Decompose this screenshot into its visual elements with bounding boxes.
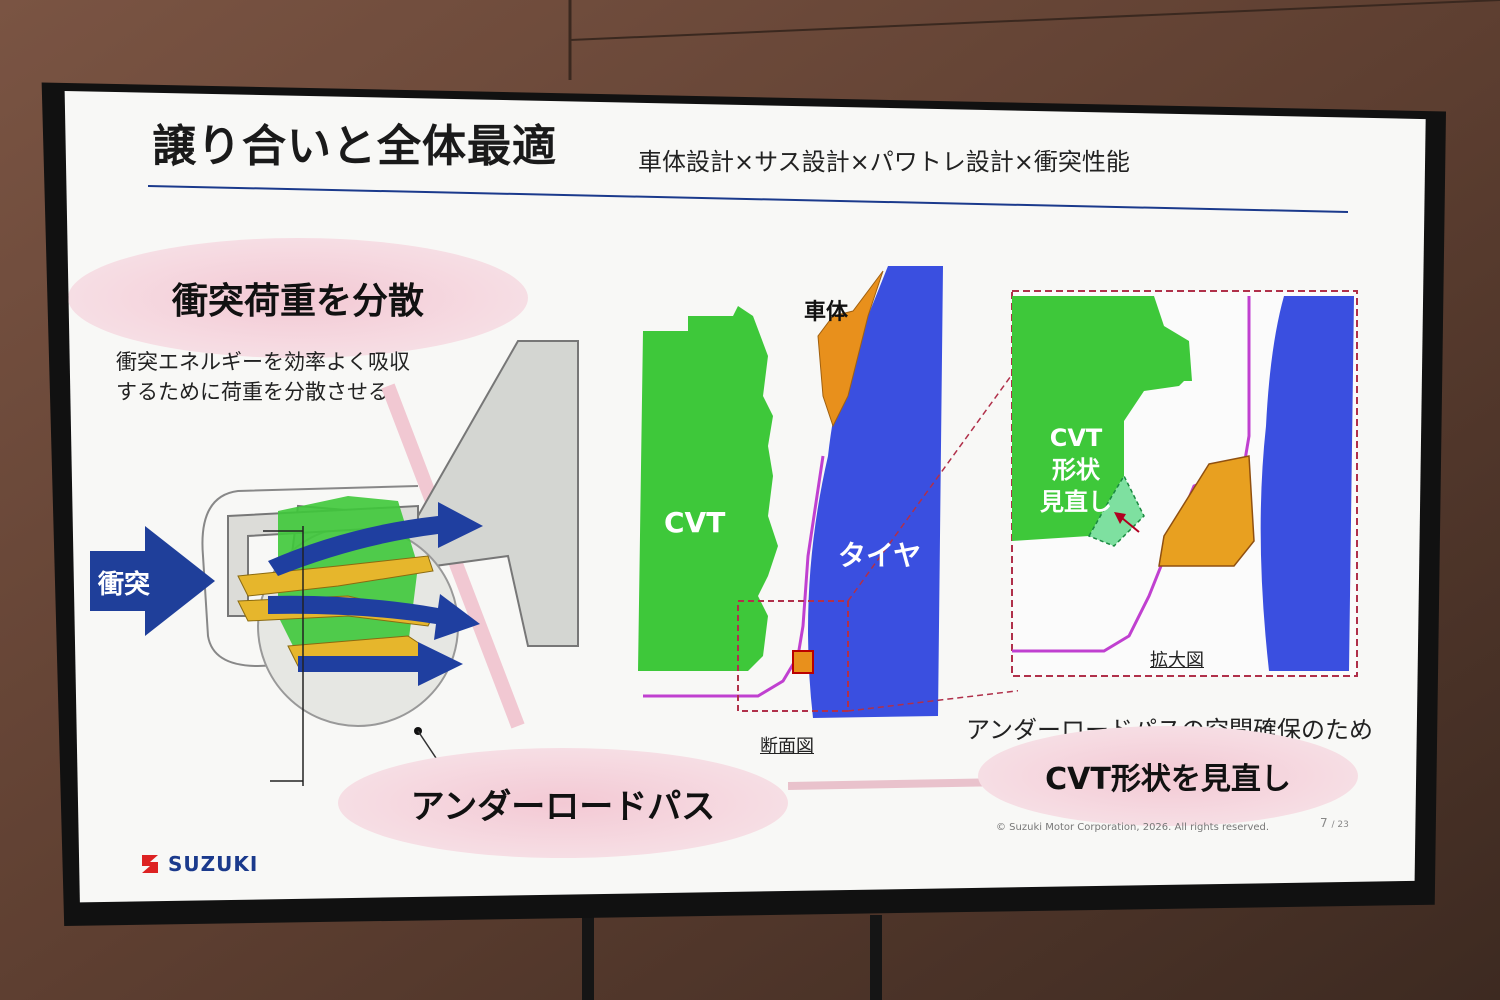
body-label: 車体 [804, 300, 849, 325]
enlarged-caption: 拡大図 [1150, 650, 1204, 671]
slide-title: 譲り合いと全体最適 [152, 121, 557, 172]
description-line-2: するために荷重を分散させる [116, 380, 389, 404]
suzuki-s-icon [142, 855, 158, 873]
load-path-diagram [201, 340, 579, 786]
brand-name: SUZUKI [168, 852, 259, 876]
impact-arrow [90, 526, 215, 636]
enlarged-cvt-label: CVT 形状 見直し [1040, 422, 1112, 518]
heading-ellipse: 衝突荷重を分散 [68, 238, 528, 358]
cvt-label: CVT [664, 506, 726, 539]
underpath-ellipse: アンダーロードパス [338, 748, 788, 858]
page-total: / 23 [1331, 820, 1349, 830]
description-line-1: 衝突エネルギーを効率よく吸収 [116, 350, 410, 374]
page-number: 7 / 23 [1320, 816, 1349, 830]
enlarged-view [1011, 290, 1358, 677]
cross-section-caption: 断面図 [760, 736, 814, 757]
brand-logo: SUZUKI [138, 852, 258, 876]
impact-label: 衝突 [98, 570, 151, 600]
enlarged-cvt-line-2: 形状 [1052, 456, 1100, 484]
conclusion-ellipse: CVT形状を見直し [978, 726, 1358, 826]
slide-subtitle: 車体設計×サス設計×パワトレ設計×衝突性能 [638, 148, 1130, 176]
connector-line [788, 778, 1008, 790]
enlarged-cvt-line-3: 見直し [1040, 488, 1112, 516]
cross-section-diagram [638, 266, 1018, 718]
enlarged-cvt-line-1: CVT [1049, 424, 1103, 452]
tire-label: タイヤ [838, 539, 922, 572]
copyright: © Suzuki Motor Corporation, 2026. All ri… [996, 822, 1270, 833]
title-rule [148, 185, 1348, 213]
slide: 譲り合いと全体最適 車体設計×サス設計×パワトレ設計×衝突性能 衝突荷重を分散 … [64, 90, 1426, 903]
page-current: 7 [1320, 816, 1328, 830]
